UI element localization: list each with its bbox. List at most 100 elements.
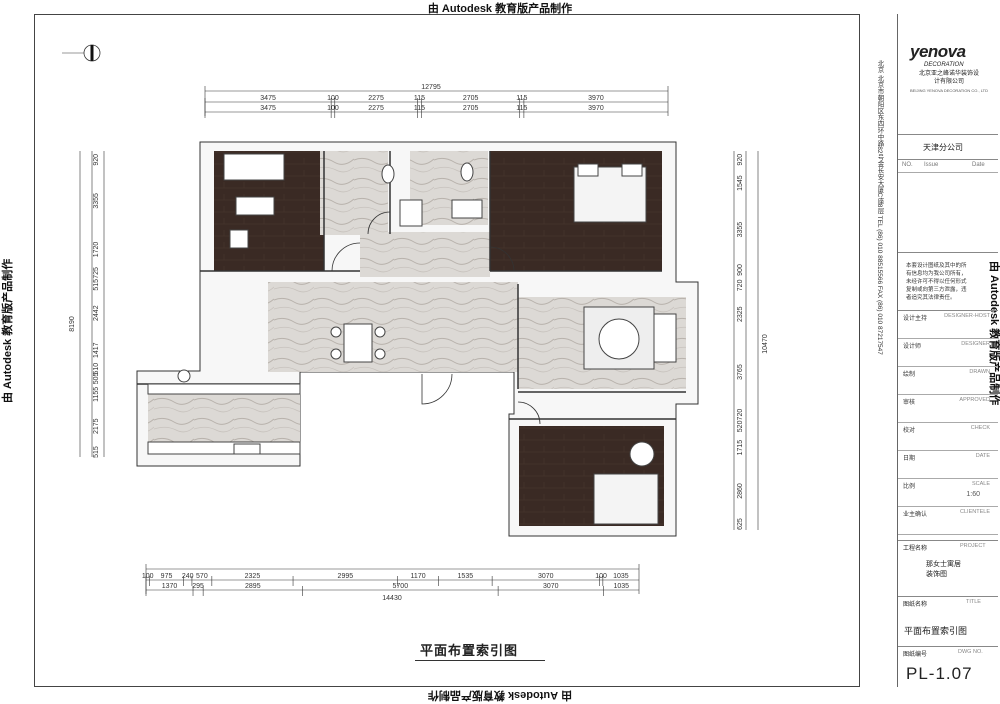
dim-bottom-row2: 1370 <box>162 583 178 590</box>
dim-top-total: 12795 <box>421 84 441 91</box>
number-sub: DWG NO. <box>958 649 983 655</box>
title-block-row-label: 设计主持 <box>903 316 928 322</box>
dim-right: 1545 <box>737 175 744 191</box>
plan-title: 平面布置索引图 <box>420 643 519 658</box>
title-block-row-label: 日期 <box>903 456 916 462</box>
dim-left: 1720 <box>93 242 100 258</box>
title-block-row-sub: DATE <box>975 453 990 459</box>
dim-left: 2442 <box>93 305 100 321</box>
dim-right: 920 <box>737 154 744 166</box>
dim-bottom-row1: 100 <box>142 573 154 580</box>
title-block-row-label: 校对 <box>903 428 916 434</box>
dim-top-row1: 115 <box>414 95 425 102</box>
dim-bottom-row2: 5700 <box>393 583 409 590</box>
dim-top-row2: 3970 <box>588 105 604 112</box>
dim-top-row2: 100 <box>327 105 339 112</box>
top-dimensions: 12795 3475 100 2275 115 2705 115 3970 3475 100 2… <box>204 84 669 118</box>
kitchen-counter-icon <box>147 369 301 455</box>
drawing-number: PL-1.07 <box>906 664 973 683</box>
dim-bottom-row1: 1035 <box>613 573 629 580</box>
north-arrow-icon <box>62 44 101 62</box>
dim-top-row2: 2705 <box>463 105 479 112</box>
dim-bottom-row1: 240 <box>182 573 194 580</box>
dim-bottom-row1: 1535 <box>458 573 474 580</box>
dim-left: 515 <box>93 446 100 458</box>
dim-left: 725 <box>93 267 100 279</box>
dim-bottom-row2: 2895 <box>245 583 261 590</box>
dim-top-row2: 2275 <box>368 105 384 112</box>
floor-plan: 12795 3475 100 2275 115 2705 115 3970 3475 100 2… <box>62 44 769 602</box>
toilet-icon <box>381 162 483 227</box>
hallway-floor <box>360 232 490 277</box>
tb-divider <box>898 159 998 160</box>
project-name: 那女士寓居装饰图 <box>926 561 961 578</box>
dim-left: 510 <box>93 363 100 375</box>
dim-bottom-row1: 1170 <box>411 573 426 580</box>
dim-bottom-total: 14430 <box>382 595 402 602</box>
left-dimensions: 8190 92033551720725515244214175105051155… <box>69 151 105 458</box>
dim-bottom-row1: 2325 <box>245 573 261 580</box>
plan-title-underline <box>415 660 545 661</box>
dim-left: 1155 <box>93 387 100 402</box>
title-block-row-sub: DRAWN <box>969 369 990 375</box>
dim-top-row2: 115 <box>516 105 527 112</box>
master-bed-icon <box>573 163 647 223</box>
drawing-frame <box>34 14 860 687</box>
company-logo-sub: DECORATION <box>924 62 964 68</box>
dim-top-row1: 2705 <box>463 95 479 102</box>
dim-right: 720 <box>737 279 744 291</box>
bathroom-floor-1 <box>320 151 388 235</box>
company-address: 北京 北京市朝阳区东四环中路82号金长安大厦C座8层 TEL (86) 010 … <box>876 60 883 355</box>
title-block-row-label: 设计师 <box>903 344 922 350</box>
company-logo: yenova <box>910 42 966 61</box>
title-block: yenova DECORATION 北京亚之峰诺华装饰设计有限公司 BEIJIN… <box>897 14 998 687</box>
dim-left: 920 <box>93 154 100 166</box>
col-no: NO. <box>902 162 913 168</box>
dim-bottom-row2: 295 <box>192 583 204 590</box>
title-block-row-sub: SCALE <box>971 481 990 487</box>
title-block-row-label: 比例 <box>903 484 916 490</box>
dim-right: 520 <box>737 420 744 432</box>
title-block-row: 日期 DATE <box>898 450 998 479</box>
dim-bottom-row1: 975 <box>161 573 173 580</box>
dim-bottom-row1: 2995 <box>338 573 354 580</box>
dim-right: 2325 <box>737 306 744 322</box>
title-block-row-value: 1:60 <box>966 491 980 498</box>
dim-left-total: 8190 <box>69 316 76 332</box>
company-name-en: BEIJING YENOVA DECORATION CO., LTD <box>910 88 988 93</box>
col-issue: Issue <box>924 162 939 168</box>
bedroom-2-bed-icon <box>593 441 659 525</box>
dim-right-total: 10470 <box>762 334 769 354</box>
dim-right: 900 <box>737 264 744 276</box>
dim-top-row2: 3475 <box>260 105 276 112</box>
dim-right: 3355 <box>737 222 744 238</box>
title-block-row-label: 业主确认 <box>903 512 928 518</box>
project-label: 工程名称 <box>903 546 928 552</box>
col-date: Date <box>972 162 985 168</box>
drawing-name: 平面布置索引图 <box>904 626 968 636</box>
title-block-row-sub: DESIGNER <box>961 341 990 347</box>
dim-right: 625 <box>737 518 744 530</box>
dining-floor <box>268 282 518 372</box>
company-name-cn: 北京亚之峰诺华装饰设计有限公司 <box>918 71 979 85</box>
dim-right: 2860 <box>737 483 744 499</box>
dim-bottom-row2: 1035 <box>613 583 629 590</box>
drawing-label: 图纸名称 <box>903 602 928 608</box>
tb-divider <box>898 646 998 647</box>
watermark-bottom: 由 Autodesk 教育版产品制作 <box>427 689 573 701</box>
door-swings <box>331 211 541 425</box>
dim-top-row1: 3475 <box>260 95 276 102</box>
dim-top-row1: 2275 <box>368 95 384 102</box>
dim-top-row1: 100 <box>327 95 339 102</box>
dim-top-row2: 115 <box>414 105 425 112</box>
dim-left: 515 <box>93 279 100 291</box>
tb-divider <box>898 310 998 311</box>
title-block-row-label: 绘制 <box>903 372 916 378</box>
dim-right: 3765 <box>737 364 744 380</box>
dim-left: 2175 <box>93 418 100 434</box>
dining-table-icon <box>330 323 386 363</box>
